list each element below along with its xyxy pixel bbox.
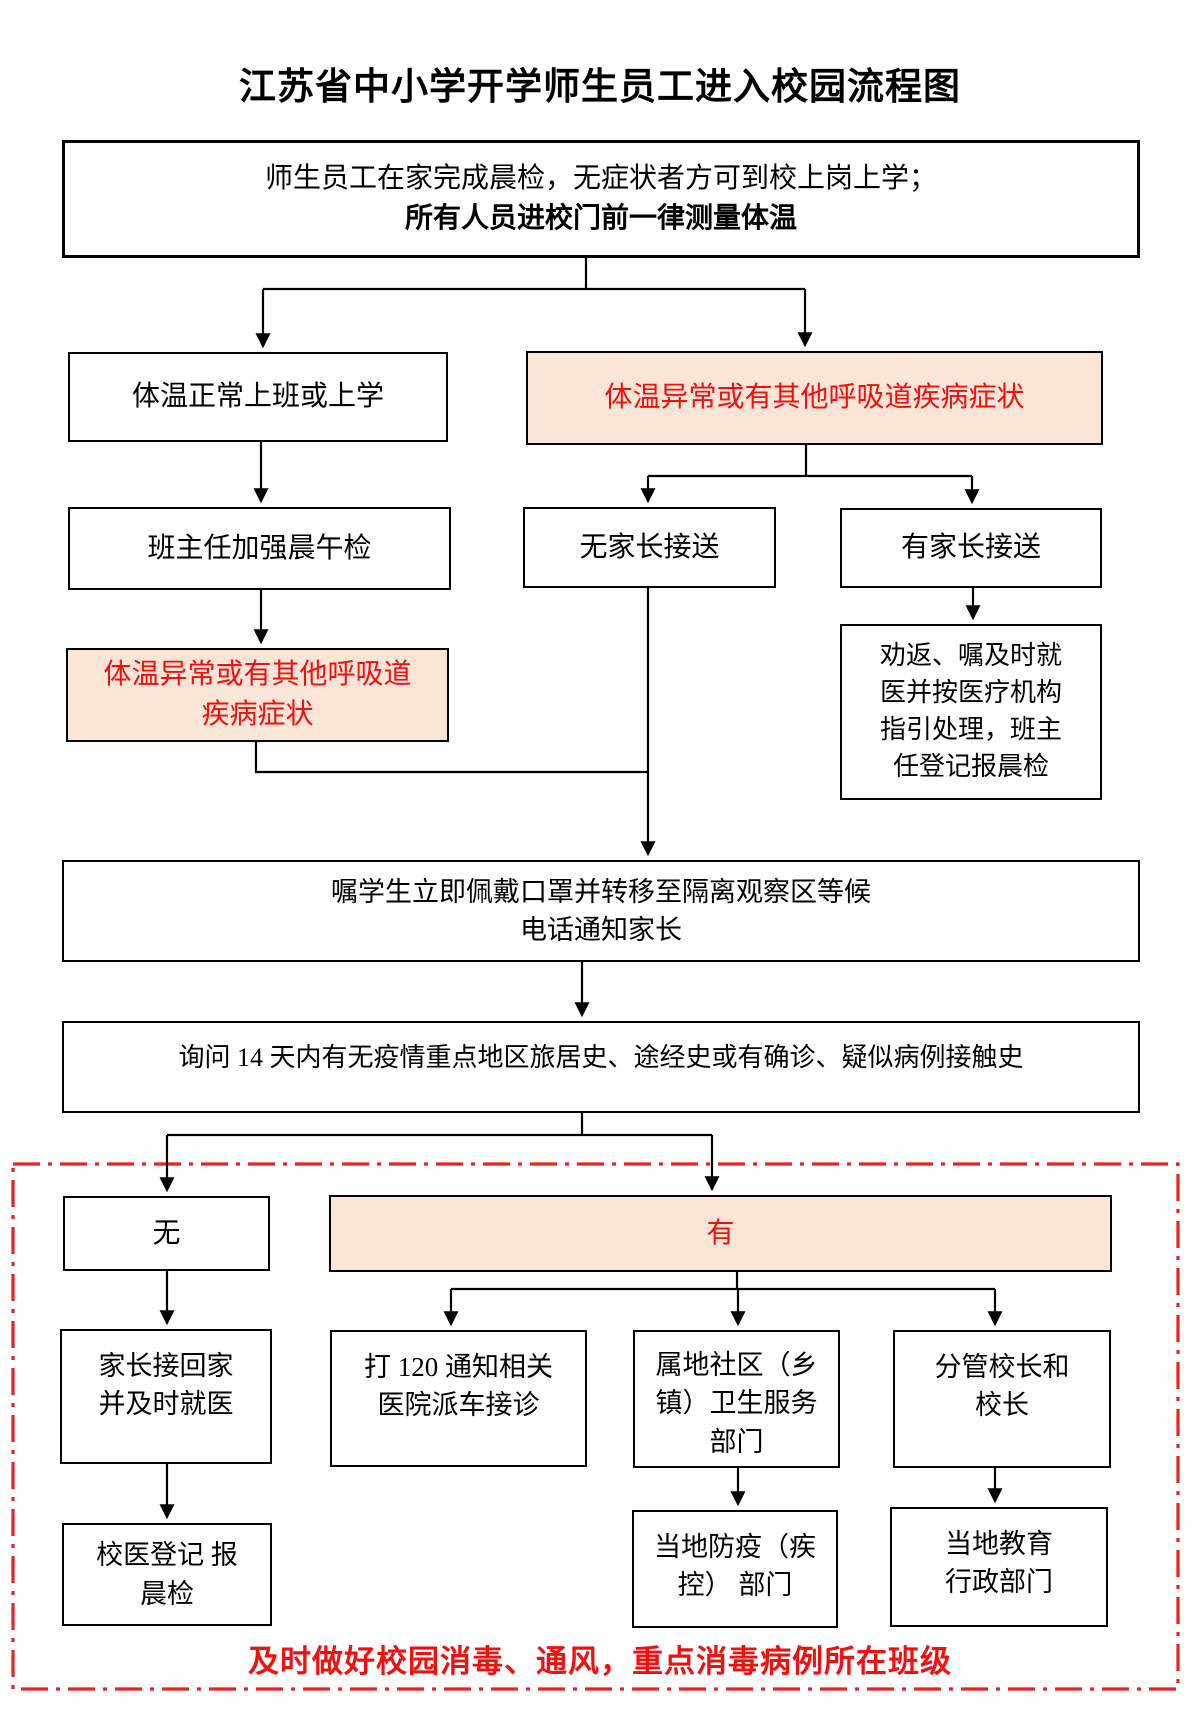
node-school-doctor-register: 校医登记 报 晨检 — [62, 1523, 272, 1626]
node-temp-abnormal: 体温异常或有其他呼吸道疾病症状 — [526, 351, 1103, 445]
node-community-health-label: 属地社区（乡 镇）卫生服务 部门 — [655, 1350, 818, 1457]
node-yes-history-label: 有 — [706, 1217, 735, 1249]
node-principal: 分管校长和 校长 — [893, 1330, 1111, 1468]
node-persuade-return: 劝返、嘱及时就 医并按医疗机构 指引处理，班主 任登记报晨检 — [840, 624, 1102, 800]
node-temp-abnormal-2-label: 体温异常或有其他呼吸道 疾病症状 — [103, 659, 412, 730]
node-principal-label: 分管校长和 校长 — [934, 1352, 1070, 1421]
node-education-dept: 当地教育 行政部门 — [890, 1507, 1108, 1627]
node-temp-normal: 体温正常上班或上学 — [68, 352, 448, 442]
node-ask-travel-history-label: 询问 14 天内有无疫情重点地区旅居史、途经史或有确诊、疑似病例接触史 — [178, 1043, 1024, 1072]
node-head-teacher-check-label: 班主任加强晨午检 — [147, 532, 372, 564]
node-call-120-label: 打 120 通知相关 医院派车接诊 — [364, 1352, 553, 1421]
node-no-parent-pickup-label: 无家长接送 — [579, 531, 720, 563]
node-with-parent-pickup-label: 有家长接送 — [900, 532, 1041, 564]
node-school-doctor-register-label: 校医登记 报 晨检 — [96, 1540, 238, 1609]
node-ask-travel-history: 询问 14 天内有无疫情重点地区旅居史、途经史或有确诊、疑似病例接触史 — [62, 1021, 1140, 1113]
node-cdc-dept: 当地防疫（疾 控） 部门 — [632, 1510, 838, 1628]
node-mask-isolation: 嘱学生立即佩戴口罩并转移至隔离观察区等候 电话通知家长 — [62, 860, 1140, 962]
node-with-parent-pickup: 有家长接送 — [840, 508, 1102, 588]
node-morning-check-line1: 师生员工在家完成晨检，无症状者方可到校上岗上学； — [264, 163, 937, 195]
node-mask-isolation-label: 嘱学生立即佩戴口罩并转移至隔离观察区等候 电话通知家长 — [331, 876, 871, 945]
node-yes-history: 有 — [329, 1195, 1112, 1272]
node-no-history: 无 — [63, 1196, 270, 1271]
node-temp-normal-label: 体温正常上班或上学 — [131, 381, 384, 413]
node-no-history-label: 无 — [152, 1217, 181, 1249]
node-no-parent-pickup: 无家长接送 — [523, 507, 776, 588]
node-call-120: 打 120 通知相关 医院派车接诊 — [330, 1330, 587, 1467]
disinfection-note: 及时做好校园消毒、通风，重点消毒病例所在班级 — [248, 1644, 952, 1679]
connector-line — [254, 742, 648, 774]
node-parent-take-home: 家长接回家 并及时就医 — [60, 1329, 272, 1464]
node-education-dept-label: 当地教育 行政部门 — [945, 1529, 1053, 1598]
node-temp-abnormal-label: 体温异常或有其他呼吸道疾病症状 — [604, 382, 1025, 414]
node-temp-abnormal-2: 体温异常或有其他呼吸道 疾病症状 — [66, 648, 449, 742]
node-community-health: 属地社区（乡 镇）卫生服务 部门 — [633, 1330, 840, 1468]
node-persuade-return-label: 劝返、嘱及时就 医并按医疗机构 指引处理，班主 任登记报晨检 — [879, 641, 1062, 781]
node-head-teacher-check: 班主任加强晨午检 — [68, 507, 451, 590]
node-morning-check-at-home: 师生员工在家完成晨检，无症状者方可到校上岗上学； 所有人员进校门前一律测量体温 — [62, 140, 1140, 258]
node-parent-take-home-label: 家长接回家 并及时就医 — [98, 1351, 234, 1420]
node-morning-check-line2: 所有人员进校门前一律测量体温 — [404, 203, 797, 234]
node-cdc-dept-label: 当地防疫（疾 控） 部门 — [654, 1532, 816, 1601]
page-title: 江苏省中小学开学师生员工进入校园流程图 — [239, 67, 961, 108]
